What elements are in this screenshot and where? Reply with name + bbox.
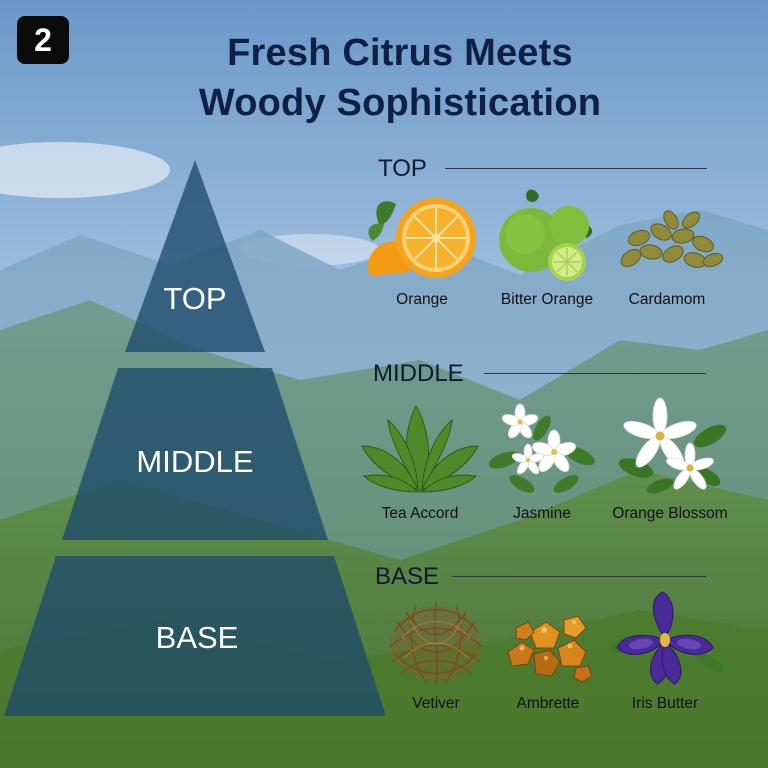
note-orange-blossom: Orange Blossom: [605, 396, 735, 524]
iris-icon: [610, 591, 724, 685]
note-label-orange: Orange: [396, 291, 448, 308]
note-bitter-orange: Bitter Orange: [482, 186, 612, 310]
orange-blossom-icon: [618, 397, 727, 494]
step-number-badge: 2: [17, 16, 69, 64]
section-heading-top: TOP: [378, 155, 427, 182]
section-divider-top: [445, 168, 707, 169]
page-title: Fresh Citrus Meets Woody Sophistication: [130, 28, 670, 128]
section-divider-middle: [484, 373, 706, 374]
tea-leaves-icon: [361, 404, 479, 493]
note-label-tea-accord: Tea Accord: [381, 505, 459, 522]
section-divider-base: [452, 576, 706, 577]
bitter-orange-icon: [499, 189, 593, 281]
note-iris-butter: Iris Butter: [600, 588, 730, 714]
note-orange: Orange: [357, 186, 487, 310]
pyramid-label-base: BASE: [155, 620, 239, 655]
section-heading-middle: MIDDLE: [373, 360, 464, 387]
title-line-1: Fresh Citrus Meets: [227, 32, 573, 74]
section-heading-base: BASE: [375, 563, 440, 590]
cardamom-icon: [620, 210, 724, 268]
note-label-jasmine: Jasmine: [513, 505, 571, 522]
note-label-bitter-orange: Bitter Orange: [500, 291, 594, 308]
jasmine-icon: [488, 403, 595, 493]
note-label-orange-blossom: Orange Blossom: [612, 505, 728, 522]
pyramid-label-middle: MIDDLE: [136, 444, 254, 479]
ambrette-icon: [507, 615, 593, 683]
note-label-ambrette: Ambrette: [516, 695, 580, 712]
note-ambrette: Ambrette: [483, 592, 613, 714]
note-jasmine: Jasmine: [477, 400, 607, 524]
note-vetiver: Vetiver: [371, 592, 501, 714]
note-label-iris-butter: Iris Butter: [631, 695, 699, 712]
note-label-cardamom: Cardamom: [628, 291, 706, 308]
vetiver-root-icon: [389, 601, 483, 685]
pyramid-label-top: TOP: [163, 281, 227, 316]
orange-icon: [368, 198, 476, 278]
note-cardamom: Cardamom: [602, 186, 732, 310]
title-line-2: Woody Sophistication: [198, 82, 602, 124]
note-label-vetiver: Vetiver: [412, 695, 460, 712]
note-tea-accord: Tea Accord: [355, 400, 485, 524]
